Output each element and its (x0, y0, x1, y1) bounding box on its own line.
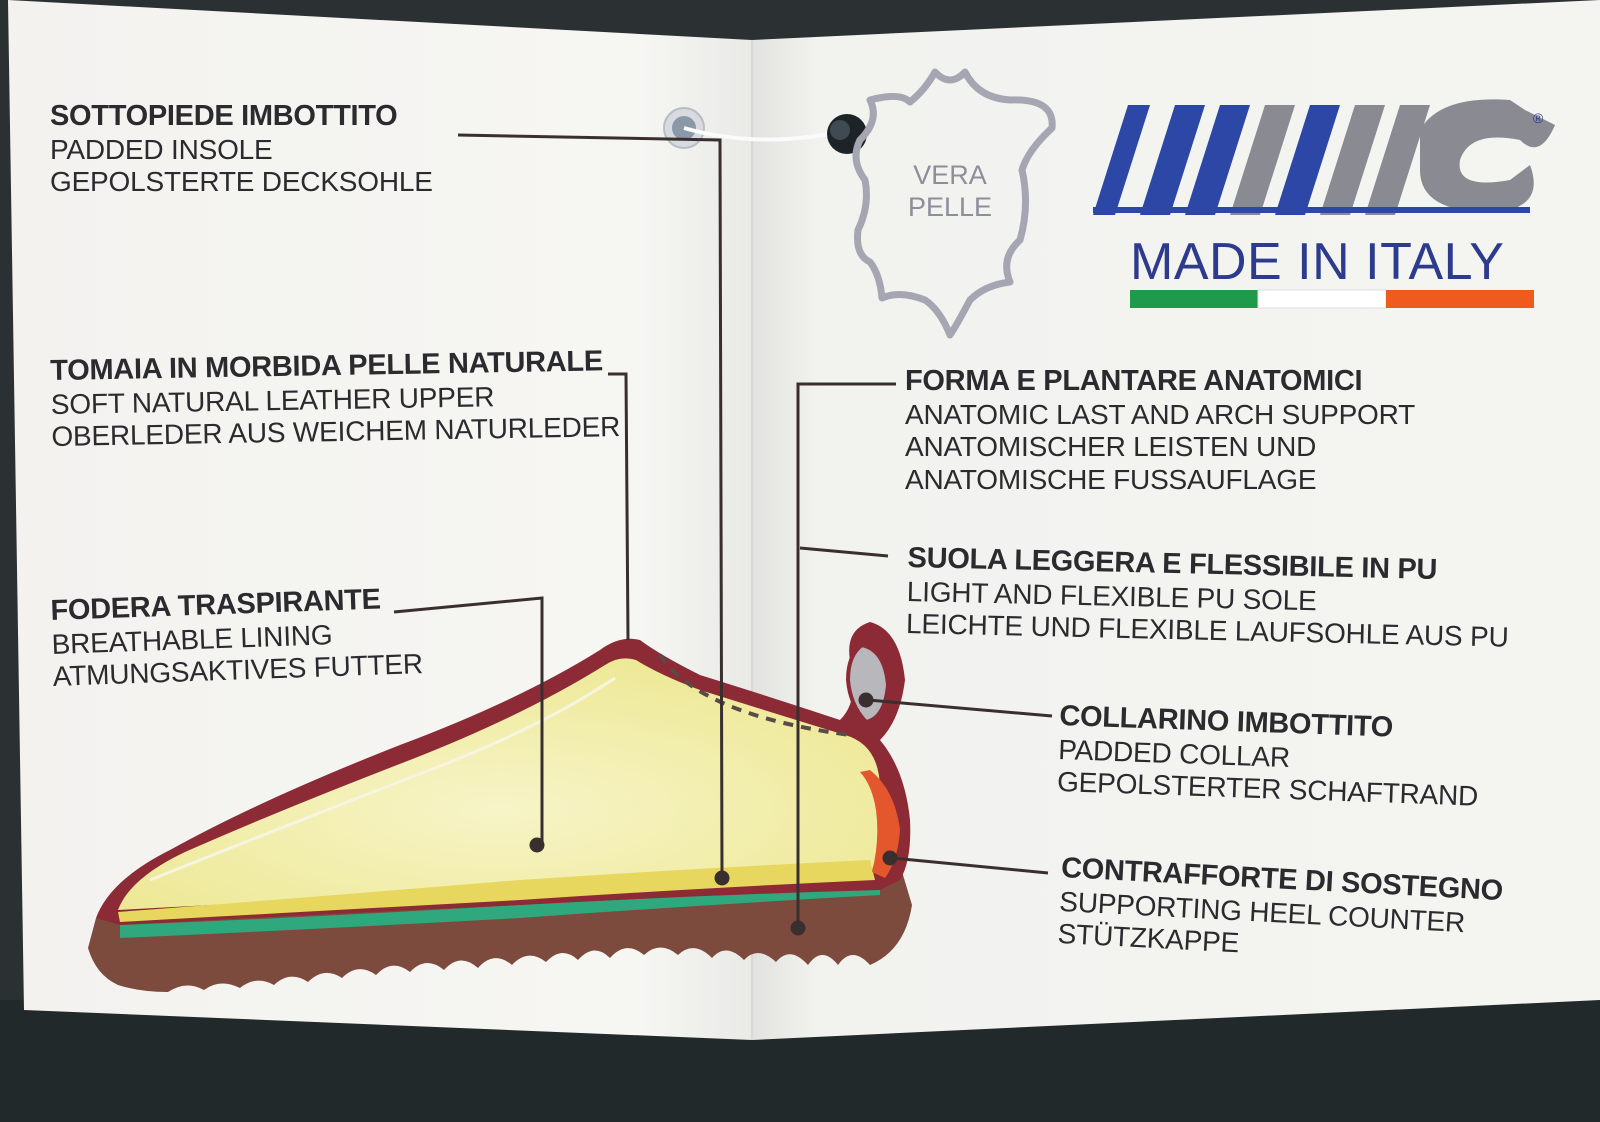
made-in-italy: MADE IN ITALY (1130, 233, 1505, 291)
shoe-cross-section (88, 622, 912, 992)
feature-padded-collar: COLLARINO IMBOTTITO PADDED COLLAR GEPOLS… (1057, 700, 1481, 813)
shoe-lining (118, 658, 882, 910)
feature-anatomic-last: FORMA E PLANTARE ANATOMICI ANATOMIC LAST… (905, 365, 1415, 496)
right-card-panel (752, 0, 1600, 1040)
feature-it: SOTTOPIEDE IMBOTTITO (50, 100, 398, 132)
leather-badge-text: VERA PELLE (905, 160, 995, 224)
feature-pu-sole: SUOLA LEGGERA E FLESSIBILE IN PU LIGHT A… (906, 542, 1511, 654)
feature-breathable-lining: FODERA TRASPIRANTE BREATHABLE LINING ATM… (50, 582, 423, 693)
feature-it: FORMA E PLANTARE ANATOMICI (905, 365, 1363, 397)
shoe-collar-pad (845, 642, 891, 725)
feature-padded-insole: SOTTOPIEDE IMBOTTITO PADDED INSOLE GEPOL… (50, 100, 433, 199)
leather-badge-line2: PELLE (907, 191, 993, 222)
leather-hide-icon (852, 68, 1056, 339)
feature-en: PADDED INSOLE (50, 133, 273, 165)
italian-flag-bar (1130, 289, 1534, 309)
feature-en: ANATOMIC LAST AND ARCH SUPPORT (905, 398, 1416, 430)
shoe-stitch-line (658, 653, 851, 737)
leader-lines (393, 133, 1053, 936)
leather-badge-line1: VERA (913, 160, 987, 190)
registered-mark: ® (1533, 110, 1544, 126)
feature-de: ANATOMISCHER LEISTEN UND (905, 431, 1317, 463)
feature-de2: ANATOMISCHE FUSSAUFLAGE (905, 463, 1317, 495)
shoe-insole (118, 860, 875, 922)
feature-leather-upper: TOMAIA IN MORBIDA PELLE NATURALE SOFT NA… (50, 345, 620, 453)
imac-logo (1093, 99, 1555, 215)
feature-de: GEPOLSTERTE DECKSOHLE (50, 166, 433, 198)
